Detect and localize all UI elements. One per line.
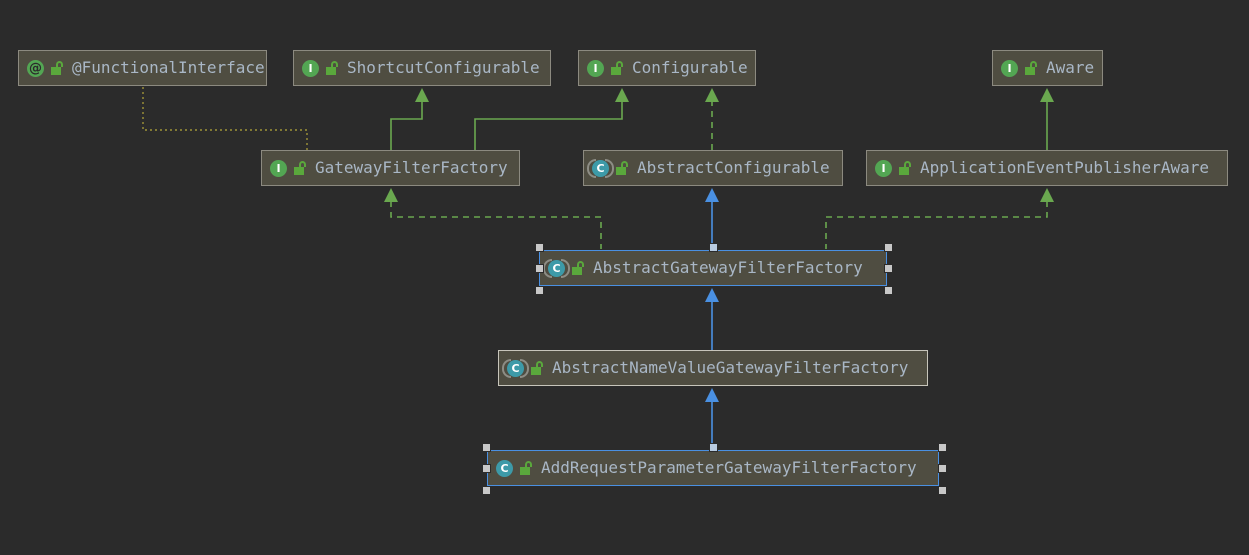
edge-extends-addrequestparametergatewayfilterfactory-abstractnamevaluegatewayfilterfactory bbox=[705, 388, 719, 450]
public-lock-icon bbox=[611, 61, 623, 75]
edge-annotation-functionalinterface-gatewayfilterfactory bbox=[142, 87, 308, 150]
public-lock-icon bbox=[326, 61, 338, 75]
selection-handle-e[interactable] bbox=[884, 264, 893, 273]
node-label: AbstractNameValueGatewayFilterFactory bbox=[552, 358, 909, 377]
public-lock-icon bbox=[899, 161, 911, 175]
selection-handle-nw[interactable] bbox=[535, 243, 544, 252]
edge-implements-abstractgatewayfilterfactory-gatewayfilterfactory bbox=[384, 188, 602, 250]
node-configurable[interactable]: I Configurable bbox=[578, 50, 756, 86]
node-label: ShortcutConfigurable bbox=[347, 58, 540, 77]
selection-handle-ne[interactable] bbox=[884, 243, 893, 252]
node-label: Aware bbox=[1046, 58, 1095, 77]
edge-implements-applicationeventpublisheraware-aware bbox=[1040, 88, 1054, 150]
selection-handle-w[interactable] bbox=[482, 464, 491, 473]
interface-icon: I bbox=[875, 159, 892, 177]
public-lock-icon bbox=[520, 461, 532, 475]
node-abstract-configurable[interactable]: C AbstractConfigurable bbox=[583, 150, 843, 186]
interface-icon: I bbox=[302, 59, 319, 77]
selection-handle-se[interactable] bbox=[884, 286, 893, 295]
abstract-class-icon: C bbox=[587, 158, 614, 178]
selection-handle-e[interactable] bbox=[938, 464, 947, 473]
abstract-class-icon: C bbox=[502, 358, 529, 378]
selection-handle-se[interactable] bbox=[938, 486, 947, 495]
node-label: @FunctionalInterface bbox=[72, 58, 265, 77]
node-add-request-parameter-gateway-filter-factory[interactable]: C AddRequestParameterGatewayFilterFactor… bbox=[487, 450, 939, 486]
node-label: Configurable bbox=[632, 58, 748, 77]
node-label: AbstractConfigurable bbox=[637, 158, 830, 177]
edge-implements-gatewayfilterfactory-configurable bbox=[474, 88, 629, 150]
public-lock-icon bbox=[572, 261, 584, 275]
selection-handle-w[interactable] bbox=[535, 264, 544, 273]
node-application-event-publisher-aware[interactable]: I ApplicationEventPublisherAware bbox=[866, 150, 1228, 186]
interface-icon: I bbox=[1001, 59, 1018, 77]
node-aware[interactable]: I Aware bbox=[992, 50, 1103, 86]
annotation-icon: @ bbox=[27, 59, 44, 77]
class-icon: C bbox=[496, 459, 513, 477]
public-lock-icon bbox=[294, 161, 306, 175]
node-abstract-name-value-gateway-filter-factory[interactable]: C AbstractNameValueGatewayFilterFactory bbox=[498, 350, 928, 386]
node-abstract-gateway-filter-factory[interactable]: C AbstractGatewayFilterFactory bbox=[539, 250, 887, 286]
node-shortcut-configurable[interactable]: I ShortcutConfigurable bbox=[293, 50, 551, 86]
interface-icon: I bbox=[270, 159, 287, 177]
node-label: GatewayFilterFactory bbox=[315, 158, 508, 177]
selection-handle-nw[interactable] bbox=[482, 443, 491, 452]
node-label: AddRequestParameterGatewayFilterFactory bbox=[541, 458, 917, 477]
node-label: ApplicationEventPublisherAware bbox=[920, 158, 1209, 177]
node-gateway-filter-factory[interactable]: I GatewayFilterFactory bbox=[261, 150, 520, 186]
public-lock-icon bbox=[51, 61, 63, 75]
selection-handle-ne[interactable] bbox=[938, 443, 947, 452]
selection-handle-sw[interactable] bbox=[482, 486, 491, 495]
abstract-class-icon: C bbox=[543, 258, 570, 278]
edge-implements-gatewayfilterfactory-shortcutconfigurable bbox=[390, 88, 429, 150]
edge-implements-abstractgatewayfilterfactory-applicationeventpublisheraware bbox=[825, 188, 1054, 250]
selection-handle-n[interactable] bbox=[709, 443, 718, 452]
selection-handle-sw[interactable] bbox=[535, 286, 544, 295]
node-label: AbstractGatewayFilterFactory bbox=[593, 258, 863, 277]
edge-implements-abstractconfigurable-configurable bbox=[705, 88, 719, 150]
edge-extends-abstractnamevaluegatewayfilterfactory-abstractgatewayfilterfactory bbox=[705, 288, 719, 350]
public-lock-icon bbox=[616, 161, 628, 175]
selection-handle-n[interactable] bbox=[709, 243, 718, 252]
node-functional-interface[interactable]: @ @FunctionalInterface bbox=[18, 50, 267, 86]
interface-icon: I bbox=[587, 59, 604, 77]
edge-extends-abstractgatewayfilterfactory-abstractconfigurable bbox=[705, 188, 719, 250]
public-lock-icon bbox=[531, 361, 543, 375]
public-lock-icon bbox=[1025, 61, 1037, 75]
